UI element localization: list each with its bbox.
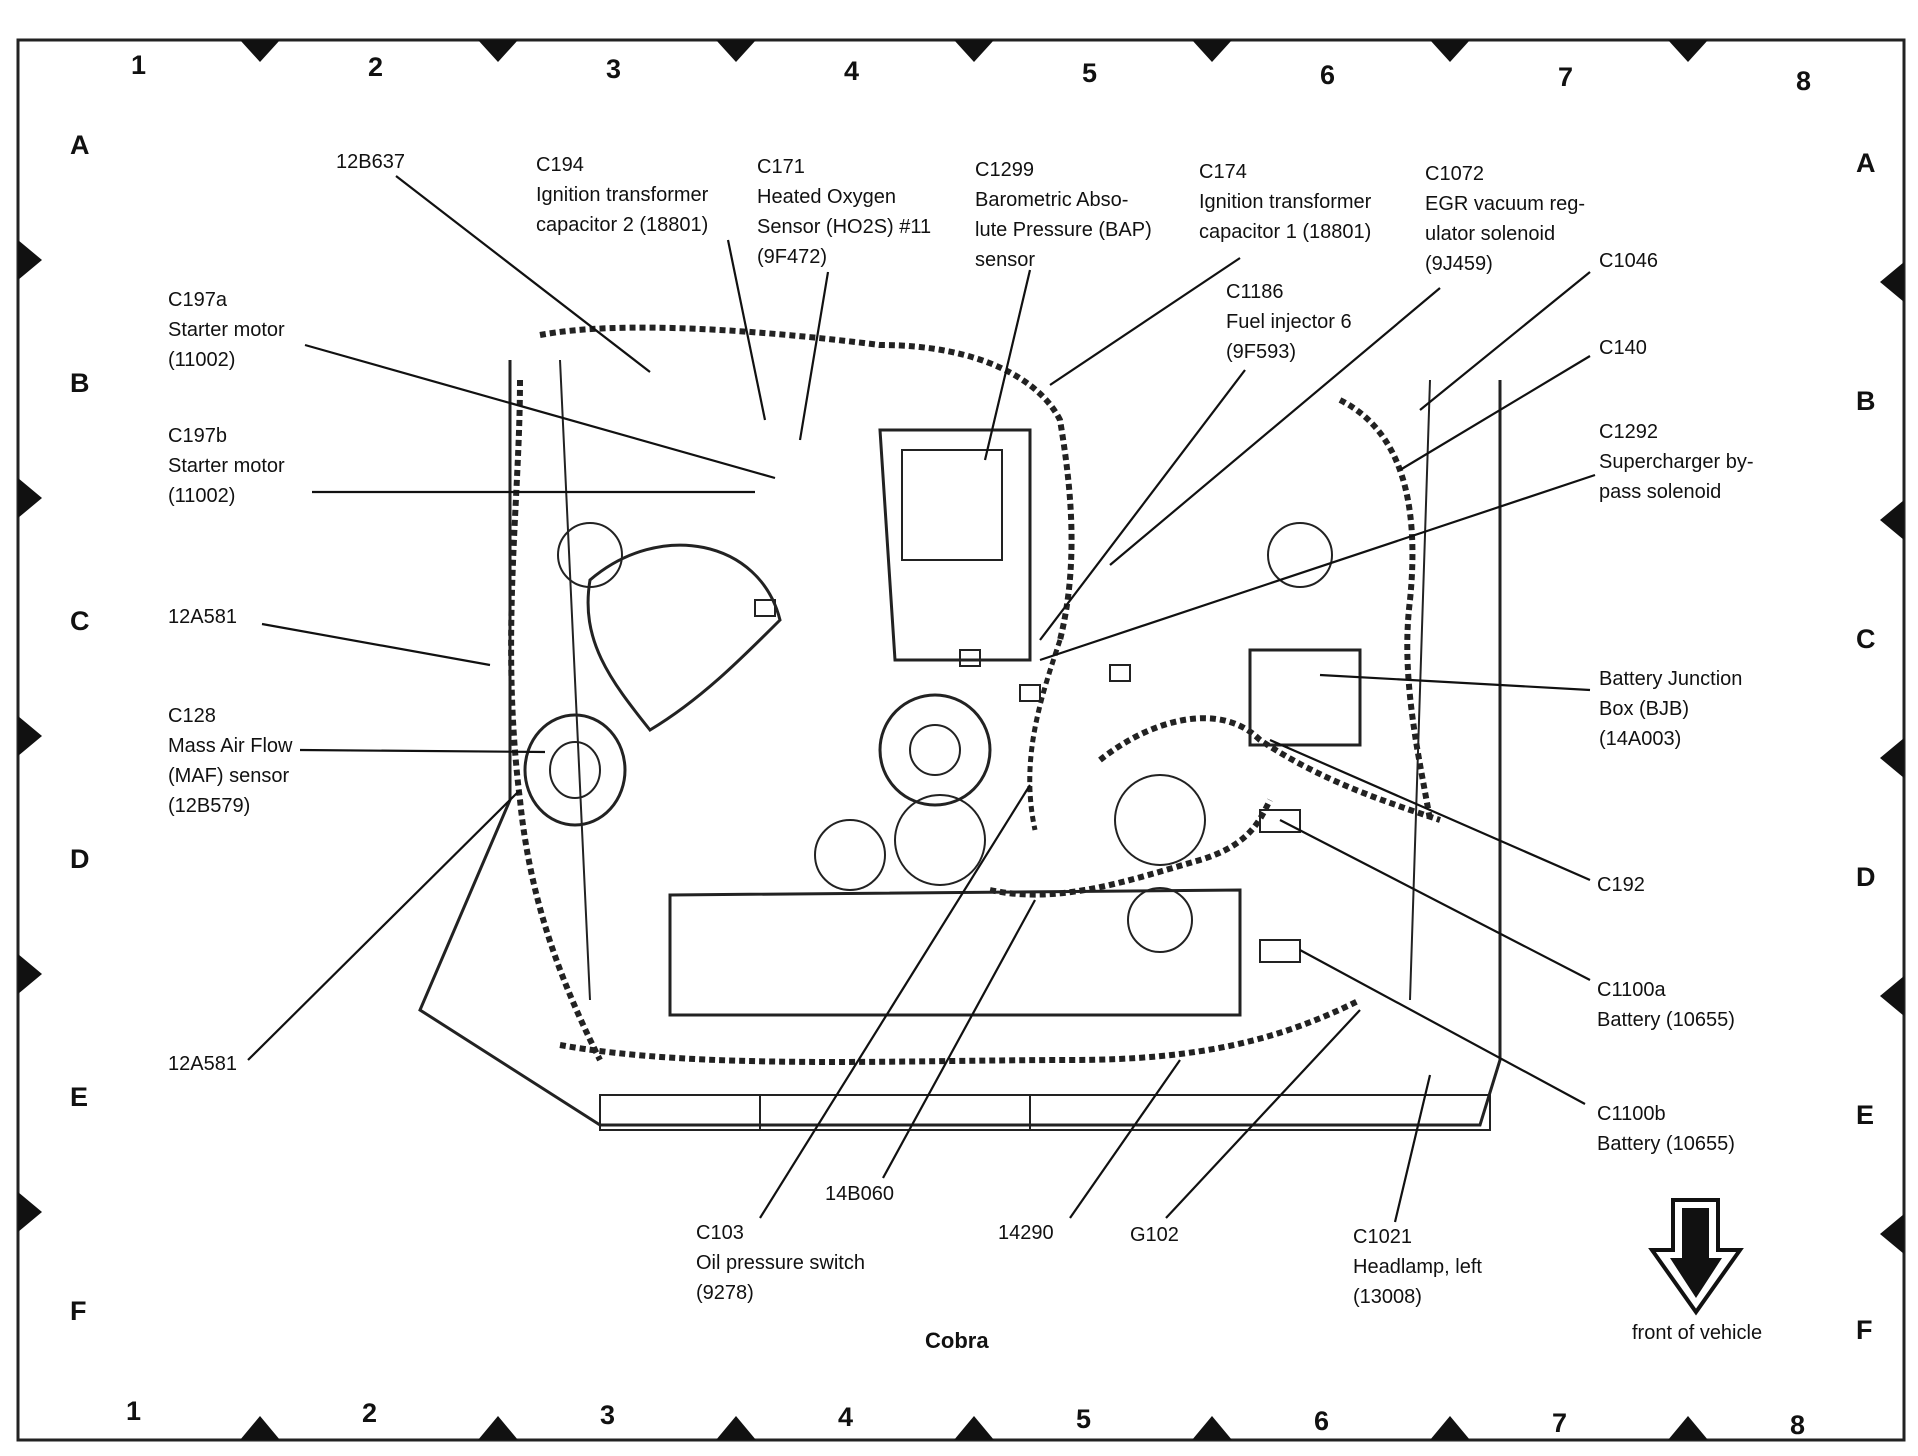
grid-col-2-top: 2 — [368, 52, 384, 82]
grid-row-a-right: A — [1856, 148, 1876, 178]
label-12a581-upper: 12A581 — [168, 606, 237, 628]
grid-row-b-left: B — [70, 368, 90, 398]
diagram-title: Cobra — [925, 1328, 989, 1353]
grid-col-6-bottom: 6 — [1314, 1406, 1330, 1436]
grid-col-4-top: 4 — [844, 56, 860, 86]
label-c197b: C197b Starter motor (11002) — [168, 425, 285, 507]
label-c1292: C1292 Supercharger by- pass solenoid — [1599, 421, 1754, 503]
label-c1100a: C1100a Battery (10655) — [1597, 979, 1735, 1031]
grid-markers — [18, 40, 1904, 1440]
grid-col-3-top: 3 — [606, 54, 622, 84]
label-c1021: C1021 Headlamp, left (13008) — [1353, 1226, 1482, 1308]
grid-row-f-left: F — [70, 1296, 87, 1326]
label-12b637: 12B637 — [336, 151, 405, 173]
grid-col-7-top: 7 — [1558, 62, 1574, 92]
grid-row-e-right: E — [1856, 1100, 1875, 1130]
label-c171: C171 Heated Oxygen Sensor (HO2S) #11 (9F… — [757, 156, 932, 268]
label-c1186: C1186 Fuel injector 6 (9F593) — [1226, 281, 1352, 363]
grid-col-4-bottom: 4 — [838, 1402, 854, 1432]
grid-col-8-bottom: 8 — [1790, 1410, 1806, 1440]
grid-col-3-bottom: 3 — [600, 1400, 616, 1430]
front-of-vehicle-label: front of vehicle — [1632, 1322, 1763, 1344]
label-c1299: C1299 Barometric Abso- lute Pressure (BA… — [975, 159, 1152, 271]
label-12a581-lower: 12A581 — [168, 1053, 237, 1075]
label-c1046: C1046 — [1599, 250, 1658, 272]
label-battery-junction-box: Battery Junction Box (BJB) (14A003) — [1599, 668, 1743, 750]
label-c1072: C1072 EGR vacuum reg- ulator solenoid (9… — [1425, 163, 1586, 275]
label-14b060: 14B060 — [825, 1183, 894, 1205]
grid-col-1-top: 1 — [131, 50, 147, 80]
label-c103: C103 Oil pressure switch (9278) — [696, 1222, 865, 1304]
engine-outline — [418, 324, 1502, 1131]
grid-row-f-right: F — [1856, 1315, 1873, 1345]
label-c128: C128 Mass Air Flow (MAF) sensor (12B579) — [168, 705, 293, 817]
grid-col-1-bottom: 1 — [126, 1396, 142, 1426]
grid-col-5-top: 5 — [1082, 58, 1098, 88]
grid-row-c-left: C — [70, 606, 90, 636]
label-14290: 14290 — [998, 1222, 1054, 1244]
grid-row-d-right: D — [1856, 862, 1876, 892]
label-c1100b: C1100b Battery (10655) — [1597, 1103, 1735, 1155]
label-c174: C174 Ignition transformer capacitor 1 (1… — [1199, 161, 1372, 243]
label-c197a: C197a Starter motor (11002) — [168, 289, 285, 371]
down-arrow-icon — [1648, 1198, 1744, 1316]
leader-lines — [247, 175, 1596, 1223]
grid-col-8-top: 8 — [1796, 66, 1812, 96]
grid-col-2-bottom: 2 — [362, 1398, 378, 1428]
grid-row-d-left: D — [70, 844, 90, 874]
grid-row-c-right: C — [1856, 624, 1876, 654]
label-c194: C194 Ignition transformer capacitor 2 (1… — [536, 154, 709, 236]
grid-row-b-right: B — [1856, 386, 1876, 416]
label-g102: G102 — [1130, 1224, 1179, 1246]
grid-col-5-bottom: 5 — [1076, 1404, 1092, 1434]
grid-row-a-left: A — [70, 130, 90, 160]
label-c140: C140 — [1599, 337, 1647, 359]
grid-col-6-top: 6 — [1320, 60, 1336, 90]
grid-col-7-bottom: 7 — [1552, 1408, 1568, 1438]
label-c192: C192 — [1597, 874, 1645, 896]
grid-row-e-left: E — [70, 1082, 89, 1112]
